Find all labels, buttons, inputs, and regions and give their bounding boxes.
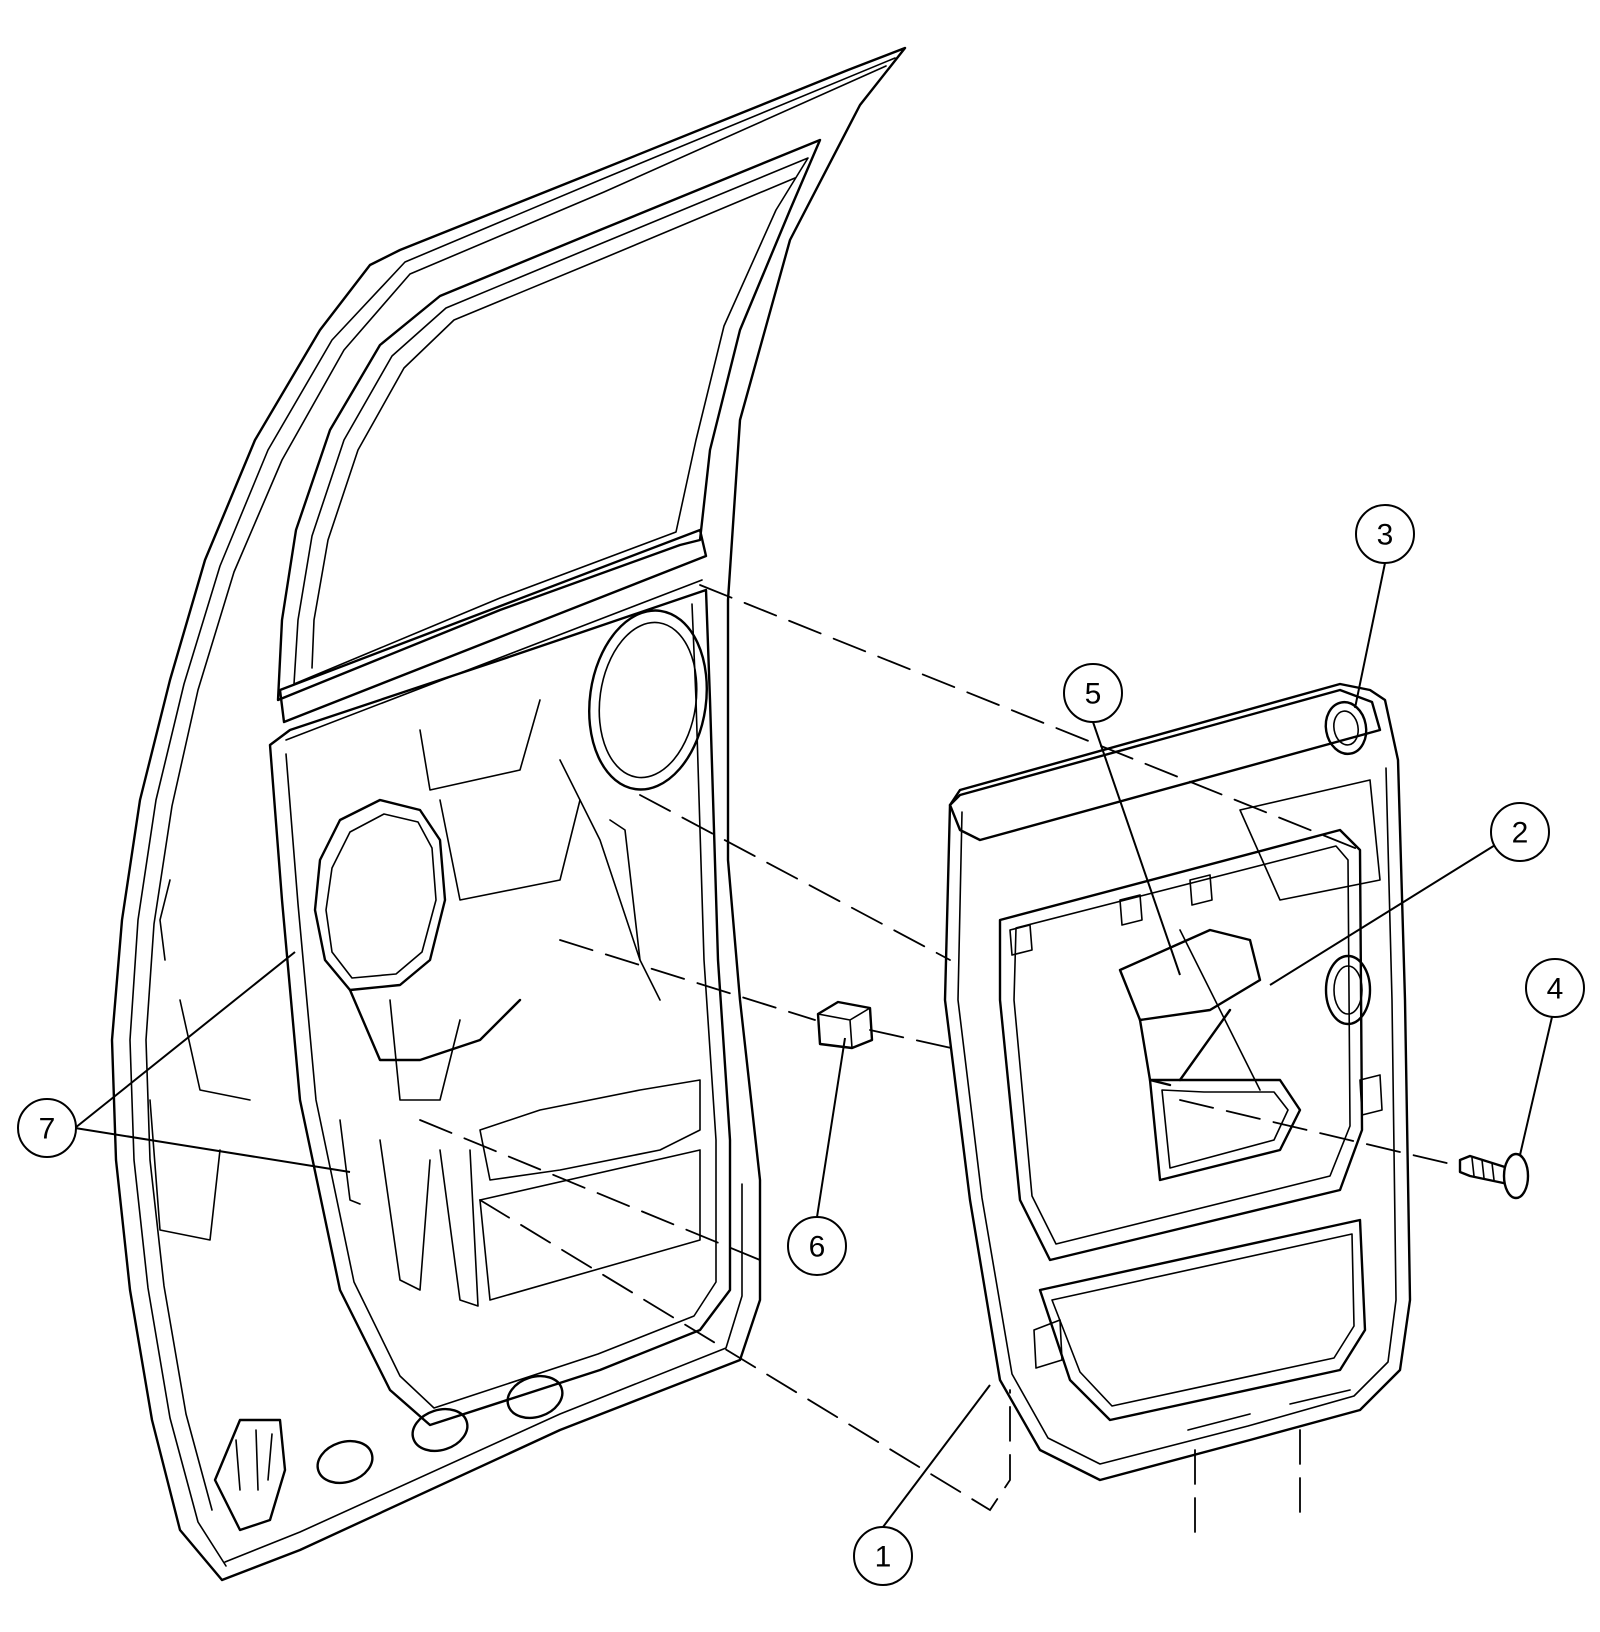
alignment-lines <box>419 584 1456 1541</box>
screw-part-4 <box>1458 1152 1530 1200</box>
callout-2: 2 <box>1490 802 1550 862</box>
door-trim-panel <box>943 682 1412 1482</box>
callout-2-label: 2 <box>1512 817 1529 850</box>
callout-6: 6 <box>787 1216 847 1276</box>
door-shell <box>110 46 907 1582</box>
callout-3-label: 3 <box>1377 519 1394 552</box>
callout-7-label: 7 <box>39 1113 56 1146</box>
callout-4-label: 4 <box>1547 973 1564 1006</box>
leader-lines <box>74 562 1553 1528</box>
clip-part-6 <box>816 1000 874 1050</box>
callout-1: 1 <box>853 1526 913 1586</box>
callout-6-label: 6 <box>809 1231 826 1264</box>
callout-3: 3 <box>1355 504 1415 564</box>
callout-4: 4 <box>1525 958 1585 1018</box>
callout-7: 7 <box>17 1098 77 1158</box>
callout-5-label: 5 <box>1085 678 1102 711</box>
callout-1-label: 1 <box>875 1541 892 1574</box>
callout-5: 5 <box>1063 663 1123 723</box>
